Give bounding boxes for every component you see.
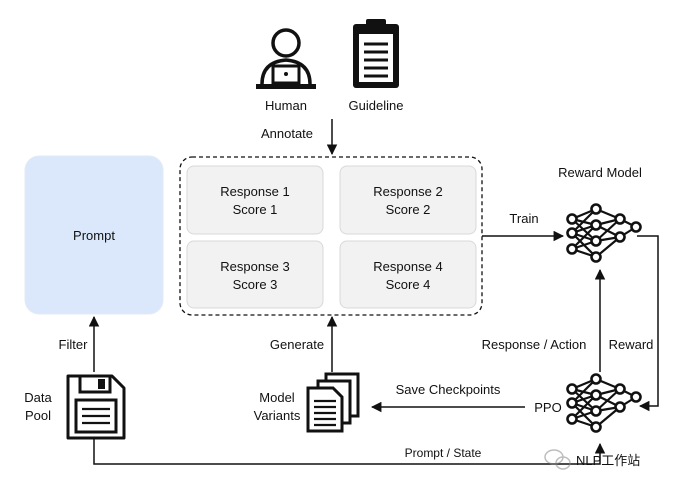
svg-text:Score 4: Score 4: [386, 277, 431, 292]
human-label: Human: [265, 98, 307, 113]
svg-text:Response 1: Response 1: [220, 184, 289, 199]
floppy-disk-icon: [66, 374, 126, 440]
svg-text:Score 3: Score 3: [233, 277, 278, 292]
reward-model-label: Reward Model: [558, 165, 642, 180]
documents-stack-icon: [306, 372, 360, 433]
filter-label: Filter: [59, 337, 89, 352]
human-laptop-icon: [256, 28, 316, 89]
svg-text:Score 2: Score 2: [386, 202, 431, 217]
model-variants-label-2: Variants: [254, 408, 301, 423]
prompt-label: Prompt: [73, 228, 115, 243]
ppo-label: PPO: [534, 400, 561, 415]
svg-text:Response 4: Response 4: [373, 259, 442, 274]
annotate-label: Annotate: [261, 126, 313, 141]
model-variants-label-1: Model: [259, 390, 295, 405]
responses-container: [179, 156, 483, 316]
response-card-3: Response 3 Score 3: [186, 240, 324, 309]
ppo-network-icon: [566, 373, 642, 433]
svg-text:Response 3: Response 3: [220, 259, 289, 274]
prompt-state-label: Prompt / State: [405, 446, 482, 460]
response-action-label: Response / Action: [482, 337, 587, 352]
reward-label: Reward: [609, 337, 654, 352]
svg-text:Score 1: Score 1: [233, 202, 278, 217]
data-pool-label-1: Data: [24, 390, 52, 405]
save-checkpoints-label: Save Checkpoints: [396, 382, 501, 397]
response-card-2: Response 2 Score 2: [339, 165, 477, 235]
watermark-text: NLP工作站: [576, 453, 640, 468]
train-label: Train: [509, 211, 538, 226]
data-pool-label-2: Pool: [25, 408, 51, 423]
svg-text:Response 2: Response 2: [373, 184, 442, 199]
response-card-4: Response 4 Score 4: [339, 240, 477, 309]
wechat-icon: [544, 449, 571, 470]
generate-label: Generate: [270, 337, 324, 352]
response-card-1: Response 1 Score 1: [186, 165, 324, 235]
prompt-state-arrow: [93, 438, 606, 465]
prompt-box: [24, 155, 164, 315]
clipboard-icon: [353, 19, 399, 88]
guideline-label: Guideline: [349, 98, 404, 113]
reward-arrow: [637, 235, 659, 412]
reward-model-network-icon: [566, 203, 642, 263]
